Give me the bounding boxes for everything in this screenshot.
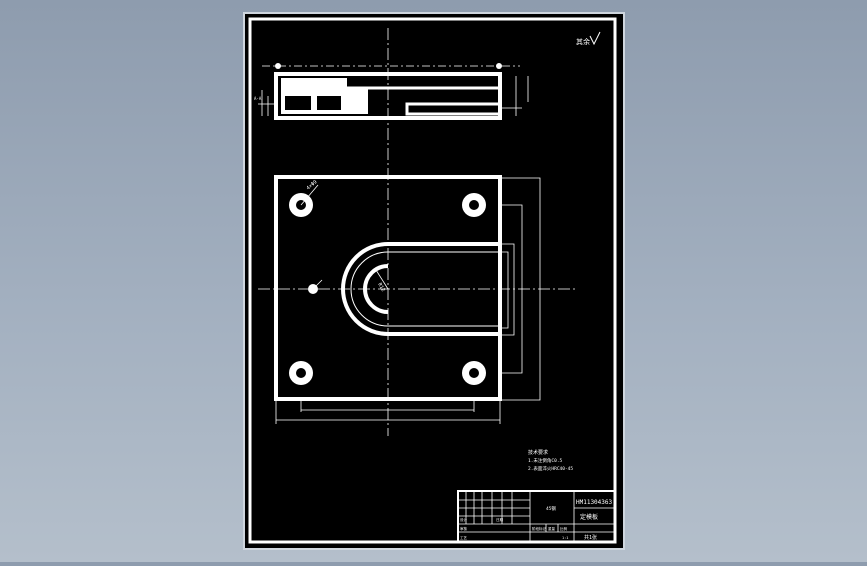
section-end-point-left (275, 63, 281, 69)
title-scale: 1:1 (562, 536, 568, 540)
mounting-hole-bottom-left (289, 361, 313, 385)
mounting-hole-bottom-right (462, 361, 486, 385)
roughness-mark: 其余 (576, 31, 601, 46)
inner-hole-1 (285, 96, 311, 110)
pin-leader (312, 279, 323, 290)
plan-view: 4×Φ9 R12 (258, 175, 578, 424)
notes-title: 技术要求 (528, 449, 548, 456)
radius-callout: R12 (376, 282, 386, 293)
title-drawing-number: HM11304363 (576, 499, 613, 506)
section-view: A-A (254, 63, 529, 120)
title-block: 45钢 HM11304363 定模板 设计 审核 工艺 日期 阶段标记 重量 比… (457, 490, 616, 543)
technical-notes: 技术要求 1.未注倒角C0.5 2.表面淬火HRC40-45 (528, 449, 573, 472)
title-stage: 阶段标记 (532, 526, 546, 531)
hole-leader (300, 184, 319, 206)
roughness-label: 其余 (576, 37, 590, 46)
title-ratio: 比例 (560, 526, 568, 531)
section-outline (274, 72, 502, 120)
title-part-name: 定模板 (580, 513, 598, 521)
title-material: 45钢 (546, 505, 556, 512)
title-sheet: 共1张 (584, 534, 597, 541)
title-process: 工艺 (460, 535, 468, 540)
section-end-point-right (496, 63, 502, 69)
radius-leader (375, 269, 389, 290)
plate-outline (274, 175, 502, 401)
u-slot-core (363, 264, 389, 314)
u-slot-inner (350, 251, 500, 327)
inner-hole-2 (317, 96, 341, 110)
drawing-frame (248, 17, 617, 544)
title-weight: 重量 (548, 526, 556, 531)
title-design: 设计 (460, 517, 468, 522)
mounting-hole-top-right (462, 193, 486, 217)
u-slot-outer (341, 242, 500, 336)
hatch-block-top (281, 78, 347, 88)
section-note: A-A (254, 96, 262, 101)
notes-line-1: 1.未注倒角C0.5 (528, 457, 563, 464)
inner-hole-3 (350, 78, 364, 86)
title-date: 日期 (496, 517, 504, 522)
dimension-lines (275, 177, 541, 424)
notes-line-2: 2.表面淬火HRC40-45 (528, 465, 573, 472)
slot-outline (405, 102, 502, 116)
title-check: 审核 (460, 526, 468, 531)
